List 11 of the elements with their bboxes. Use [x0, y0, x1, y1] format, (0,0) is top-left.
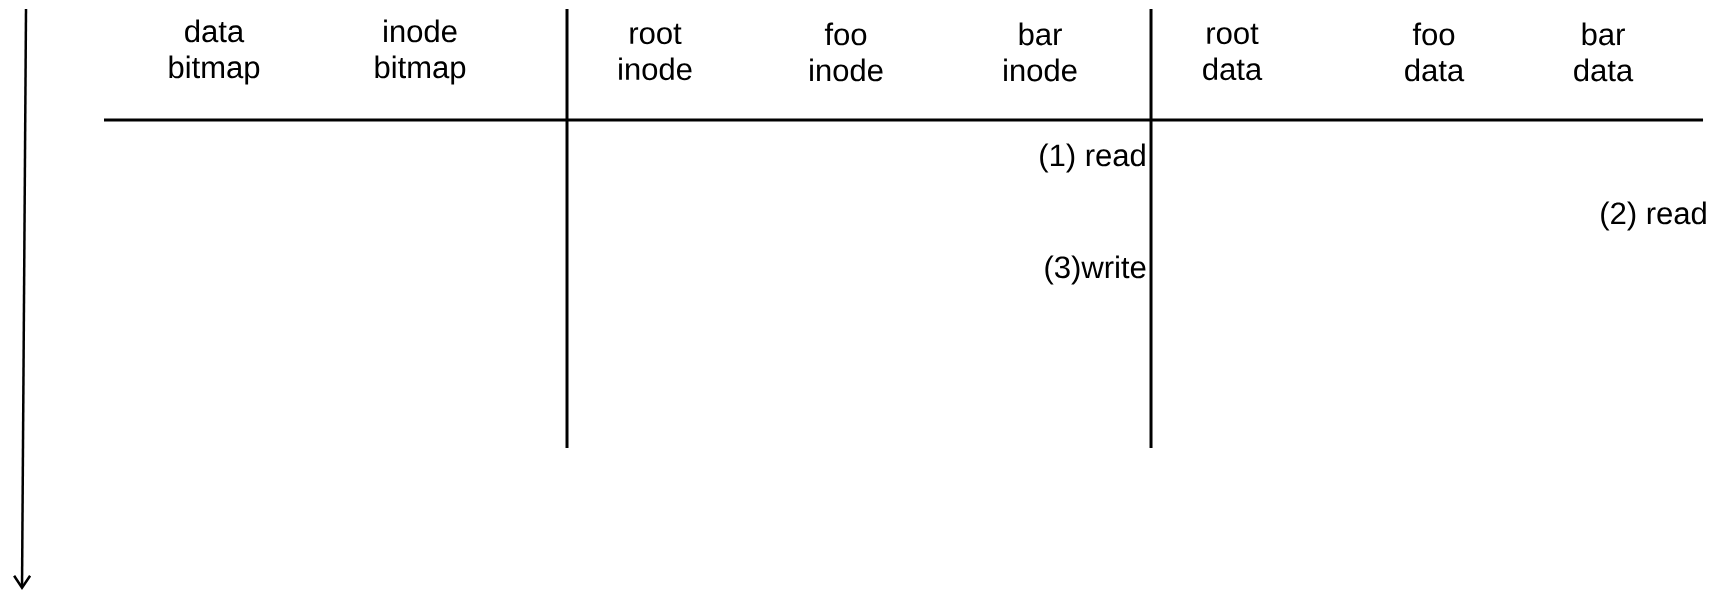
column-header: foo data — [1405, 22, 1465, 82]
column-header: bar inode — [1004, 22, 1077, 82]
column-header: bar data — [1574, 22, 1634, 82]
column-header: root data — [1203, 23, 1263, 81]
column-header: foo inode — [810, 22, 883, 82]
column-header: data bitmap — [169, 19, 260, 85]
table-entry: (2) read — [1601, 201, 1706, 231]
table-entry: (3)write — [1045, 255, 1146, 285]
column-header: root inode — [619, 23, 692, 81]
table-entry: (1) read — [1040, 143, 1145, 173]
column-header: inode bitmap — [375, 19, 466, 85]
